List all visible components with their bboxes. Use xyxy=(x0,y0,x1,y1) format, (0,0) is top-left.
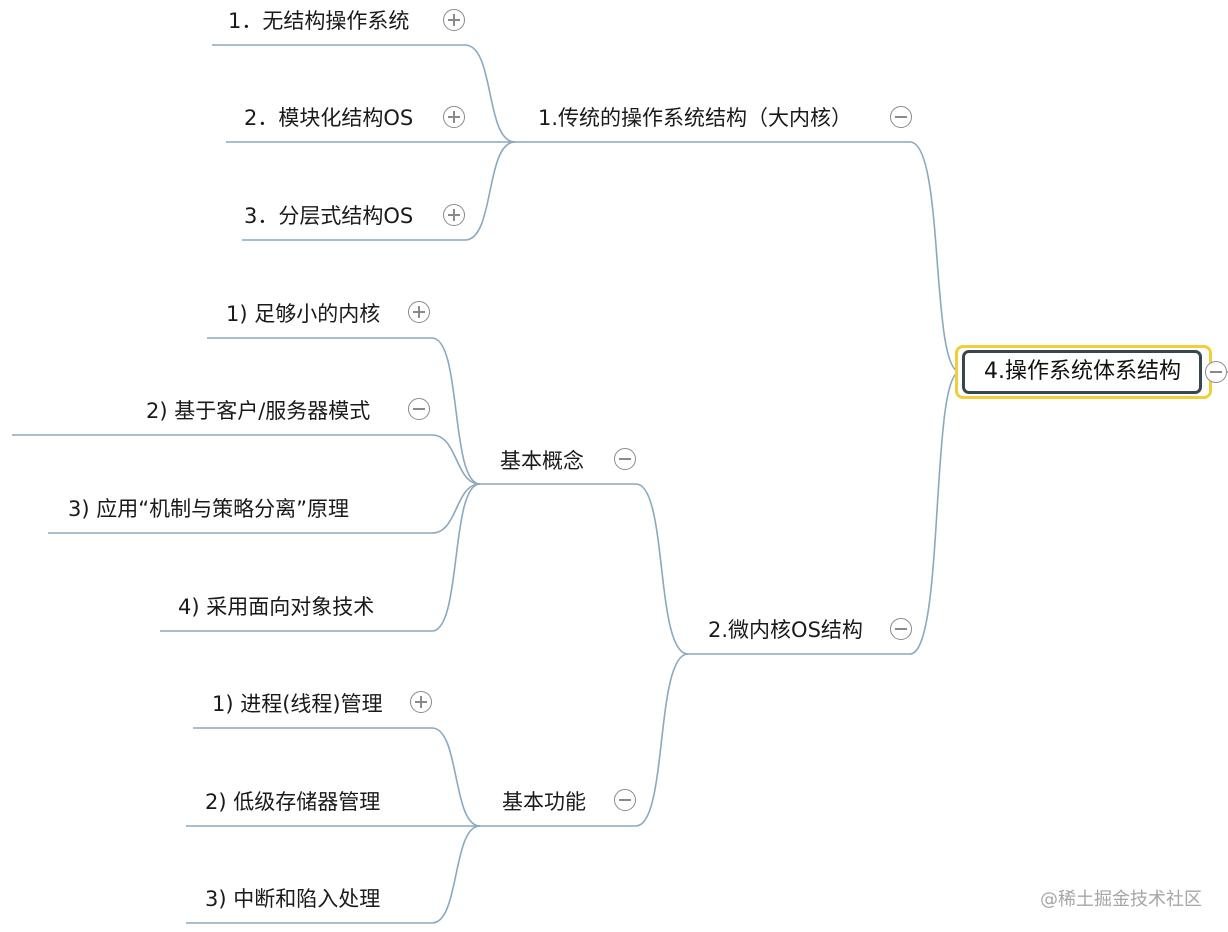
expand-icon[interactable] xyxy=(443,106,465,128)
node-basic-concepts[interactable]: 基本概念 xyxy=(500,449,584,473)
connector-root-branch1 xyxy=(909,141,961,373)
collapse-icon[interactable] xyxy=(890,618,912,640)
connector-fun-3 xyxy=(431,825,481,924)
root-node[interactable] xyxy=(962,350,1202,394)
connector-con-4 xyxy=(431,483,481,632)
node-unstructured-os[interactable]: 1．无结构操作系统 xyxy=(228,9,410,33)
node-process-management[interactable]: 1) 进程(线程)管理 xyxy=(212,692,383,716)
connector-b1-c3 xyxy=(464,141,516,241)
collapse-icon[interactable] xyxy=(1205,361,1227,383)
node-memory-management[interactable]: 2) 低级存储器管理 xyxy=(205,790,381,814)
expand-icon[interactable] xyxy=(443,9,465,31)
expand-icon[interactable] xyxy=(443,204,465,226)
connector-b1-c1 xyxy=(464,44,516,143)
connector-root-branch2 xyxy=(909,371,961,655)
expand-icon[interactable] xyxy=(408,301,430,323)
node-modular-os[interactable]: 2．模块化结构OS xyxy=(244,106,414,130)
watermark: @稀土掘金技术社区 xyxy=(1040,889,1202,910)
connector-fun-1 xyxy=(431,727,481,827)
node-layered-os[interactable]: 3．分层式结构OS xyxy=(244,204,414,228)
collapse-icon[interactable] xyxy=(890,106,912,128)
connector-b2-functions xyxy=(635,653,689,827)
root-node-label: 4.操作系统体系结构 xyxy=(984,359,1181,384)
node-traditional-structure[interactable]: 1.传统的操作系统结构（大内核） xyxy=(538,106,853,130)
node-mechanism-policy[interactable]: 3) 应用“机制与策略分离”原理 xyxy=(68,497,349,521)
connector-con-2 xyxy=(431,434,481,485)
connector-b2-concepts xyxy=(635,483,689,655)
collapse-icon[interactable] xyxy=(408,398,430,420)
node-interrupt-trap[interactable]: 3) 中断和陷入处理 xyxy=(205,887,381,911)
collapse-icon[interactable] xyxy=(614,448,636,470)
node-object-oriented[interactable]: 4) 采用面向对象技术 xyxy=(178,595,375,619)
connector-con-3 xyxy=(431,483,481,534)
node-basic-functions[interactable]: 基本功能 xyxy=(502,790,586,814)
node-client-server[interactable]: 2) 基于客户/服务器模式 xyxy=(146,399,371,423)
expand-icon[interactable] xyxy=(410,691,432,713)
node-microkernel-structure[interactable]: 2.微内核OS结构 xyxy=(708,618,863,642)
node-small-kernel[interactable]: 1) 足够小的内核 xyxy=(226,302,381,326)
connector-con-1 xyxy=(431,337,481,485)
collapse-icon[interactable] xyxy=(614,789,636,811)
